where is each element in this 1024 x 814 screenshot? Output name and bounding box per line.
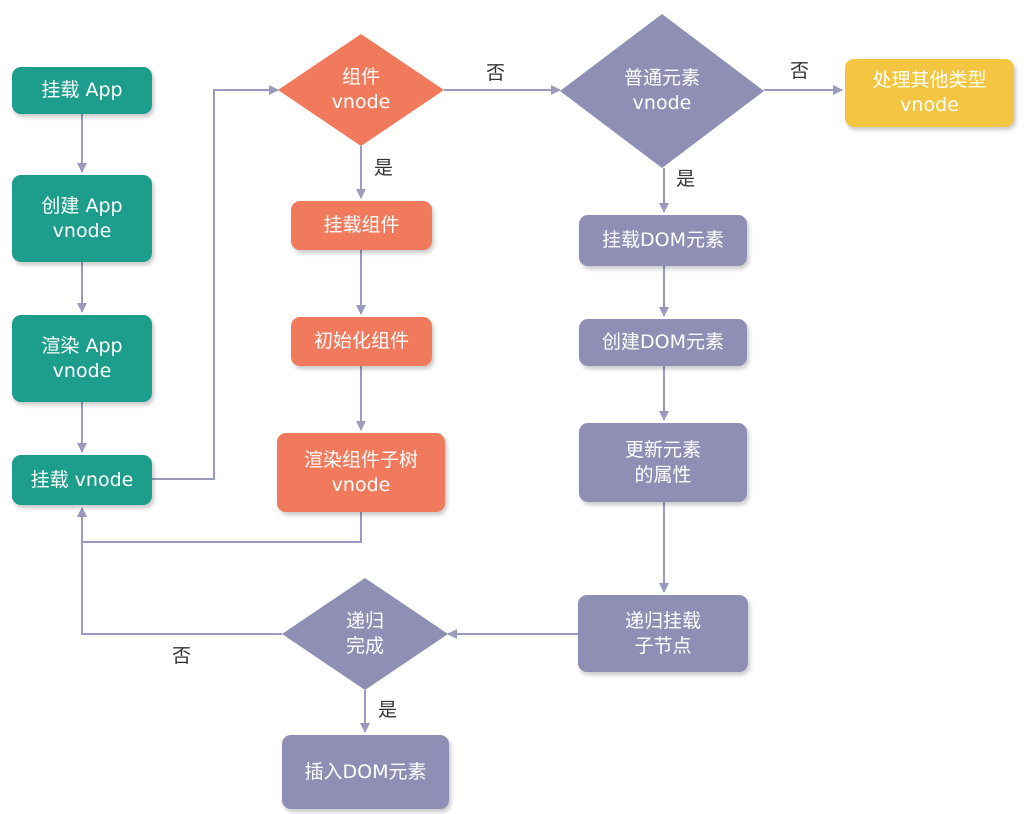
element-no-label: 否 <box>790 60 810 82</box>
node-text-line: 插入DOM元素 <box>304 760 427 783</box>
element-yes-label: 是 <box>676 168 696 190</box>
node-text-line: vnode <box>52 359 112 382</box>
node-text-line: 挂载组件 <box>323 214 400 236</box>
init-component-node: 初始化组件 <box>291 317 432 366</box>
component-yes-label: 是 <box>374 157 394 179</box>
component-no-label: 否 <box>486 62 506 84</box>
insert-dom-node: 插入DOM元素 <box>282 735 449 809</box>
node-text-line: 递归 <box>345 610 384 632</box>
node-text-line: 挂载 App <box>41 79 123 101</box>
edge-render-subtree-back-to-mount-vnode <box>77 507 362 543</box>
node-text-line: 普通元素 <box>623 67 700 89</box>
node-text-line: 子节点 <box>634 634 692 657</box>
mount-dom-node: 挂载DOM元素 <box>579 215 747 266</box>
recursion-diamond-shape <box>282 578 448 690</box>
component-diamond-shape <box>278 34 444 146</box>
node-text-line: 完成 <box>345 635 384 657</box>
node-text-line: 初始化组件 <box>313 330 409 352</box>
edge-mount-vnode-to-component-check <box>152 85 279 480</box>
node-text-line: 创建DOM元素 <box>602 331 724 353</box>
node-text-line: 更新元素 <box>624 438 701 461</box>
node-text-line: 渲染组件子树 <box>303 448 418 471</box>
node-text-line: 挂载DOM元素 <box>602 229 724 251</box>
mount-vnode-node: 挂载 vnode <box>12 455 152 505</box>
element-diamond-shape <box>560 14 764 168</box>
handle-other-node: 处理其他类型 vnode <box>845 59 1014 127</box>
node-text-line: vnode <box>52 219 112 242</box>
mount-component-node: 挂载组件 <box>291 201 432 250</box>
node-text-line: 递归挂载 <box>624 609 701 632</box>
component-decision-label: 组件 vnode <box>278 34 444 146</box>
create-dom-node: 创建DOM元素 <box>579 319 747 366</box>
recursion-no-label: 否 <box>172 645 192 667</box>
recursion-done-decision: 递归完成 <box>282 578 448 690</box>
node-text-line: vnode <box>632 92 692 114</box>
element-decision-label: 普通元素 vnode <box>560 14 764 168</box>
node-text-line: 处理其他类型 <box>872 69 987 91</box>
node-text-line: vnode <box>900 94 959 116</box>
recursion-yes-label: 是 <box>378 699 398 721</box>
node-text-line: vnode <box>331 91 391 113</box>
update-props-node: 更新元素的属性 <box>579 423 747 502</box>
element-vnode-decision: 普通元素 vnode <box>560 14 764 168</box>
node-text-line: 挂载 vnode <box>30 468 134 491</box>
recursion-decision-label: 递归完成 <box>282 578 448 690</box>
mount-app-node: 挂载 App <box>12 67 152 114</box>
node-text-line: 渲染 App <box>41 334 123 357</box>
node-text-line: vnode <box>331 473 391 496</box>
node-text-line: 组件 <box>341 66 380 88</box>
component-vnode-decision: 组件 vnode <box>278 34 444 146</box>
node-text-line: 的属性 <box>634 463 692 486</box>
node-text-line: 创建 App <box>41 194 123 217</box>
mount-children-node: 递归挂载子节点 <box>578 595 748 672</box>
edge-recursion-no-to-mount-vnode <box>77 507 282 635</box>
